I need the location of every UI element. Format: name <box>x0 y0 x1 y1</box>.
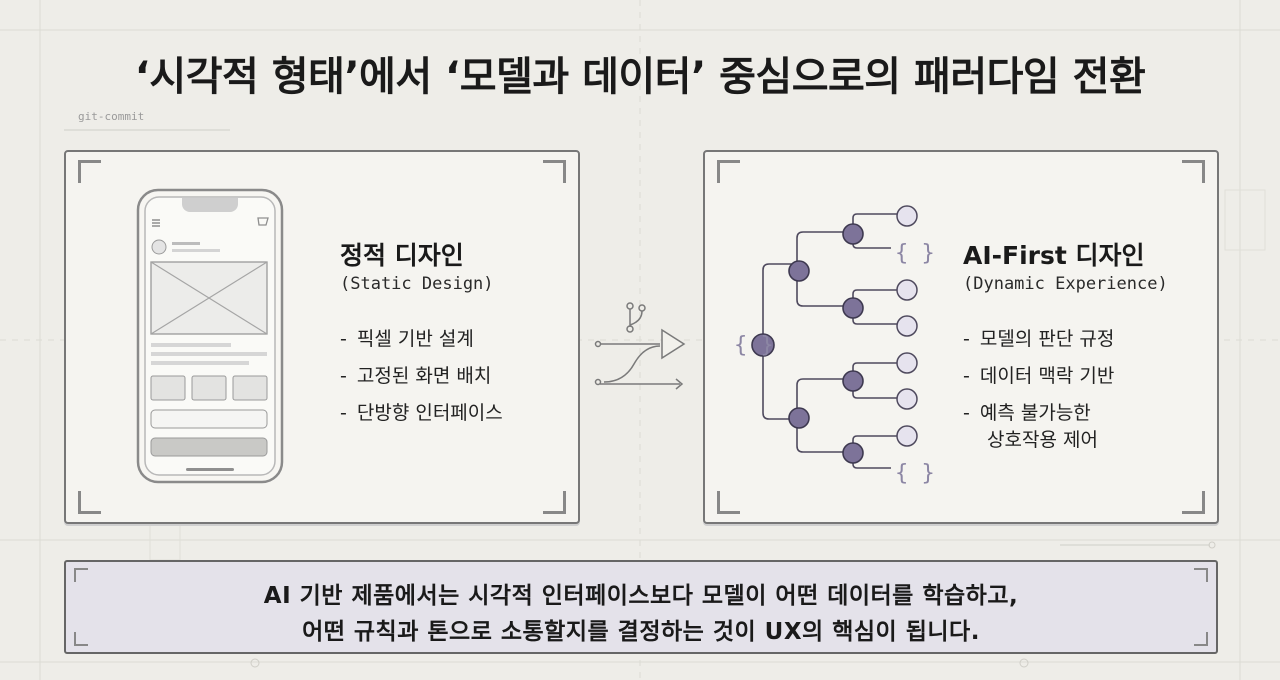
corner-mark <box>78 160 101 183</box>
corner-mark <box>717 160 740 183</box>
summary-line-2: 어떤 규칙과 톤으로 소통할지를 결정하는 것이 UX의 핵심이 됩니다. <box>302 619 980 645</box>
ai-first-design-subtitle: (Dynamic Experience) <box>963 274 1168 294</box>
braces-label: { } <box>735 333 774 358</box>
corner-mark <box>1182 160 1205 183</box>
list-item: -데이터 맥락 기반 <box>963 365 1115 387</box>
corner-mark <box>78 491 101 514</box>
ai-first-design-card: { } { } { } AI-First 디자인 (Dynamic Experi… <box>703 150 1219 524</box>
corner-mark <box>1182 491 1205 514</box>
page-title: ‘시각적 형태’에서 ‘모델과 데이터’ 중심으로의 패러다임 전환 <box>134 54 1146 100</box>
corner-mark <box>1194 568 1208 582</box>
static-design-card: 정적 디자인 (Static Design) -픽셀 기반 설계 -고정된 화면… <box>64 150 580 524</box>
summary-line-1: AI 기반 제품에서는 시각적 인터페이스보다 모델이 어떤 데이터를 학습하고… <box>263 583 1019 609</box>
braces-label: { } <box>895 461 935 486</box>
braces-label: { } <box>895 241 935 266</box>
phone-wireframe-icon <box>136 188 284 484</box>
summary-box: AI 기반 제품에서는 시각적 인터페이스보다 모델이 어떤 데이터를 학습하고… <box>64 560 1218 654</box>
list-item: -고정된 화면 배치 <box>340 365 492 387</box>
corner-mark <box>1194 632 1208 646</box>
list-item: -픽셀 기반 설계 <box>340 328 474 350</box>
corner-mark <box>543 491 566 514</box>
transition-arrow-icon <box>594 302 686 390</box>
corner-mark <box>74 568 88 582</box>
static-design-title: 정적 디자인 <box>340 241 464 270</box>
static-design-subtitle: (Static Design) <box>340 274 494 294</box>
static-design-bullets: -픽셀 기반 설계 -고정된 화면 배치 -단방향 인터페이스 <box>340 324 503 435</box>
ai-first-design-title: AI-First 디자인 <box>963 241 1145 270</box>
list-item: -모델의 판단 규정 <box>963 328 1115 350</box>
corner-mark <box>717 491 740 514</box>
list-item: -단방향 인터페이스 <box>340 402 503 424</box>
corner-mark <box>543 160 566 183</box>
git-commit-annotation: git-commit <box>78 110 145 123</box>
decision-tree-icon: { } { } { } <box>735 205 935 486</box>
corner-mark <box>74 632 88 646</box>
